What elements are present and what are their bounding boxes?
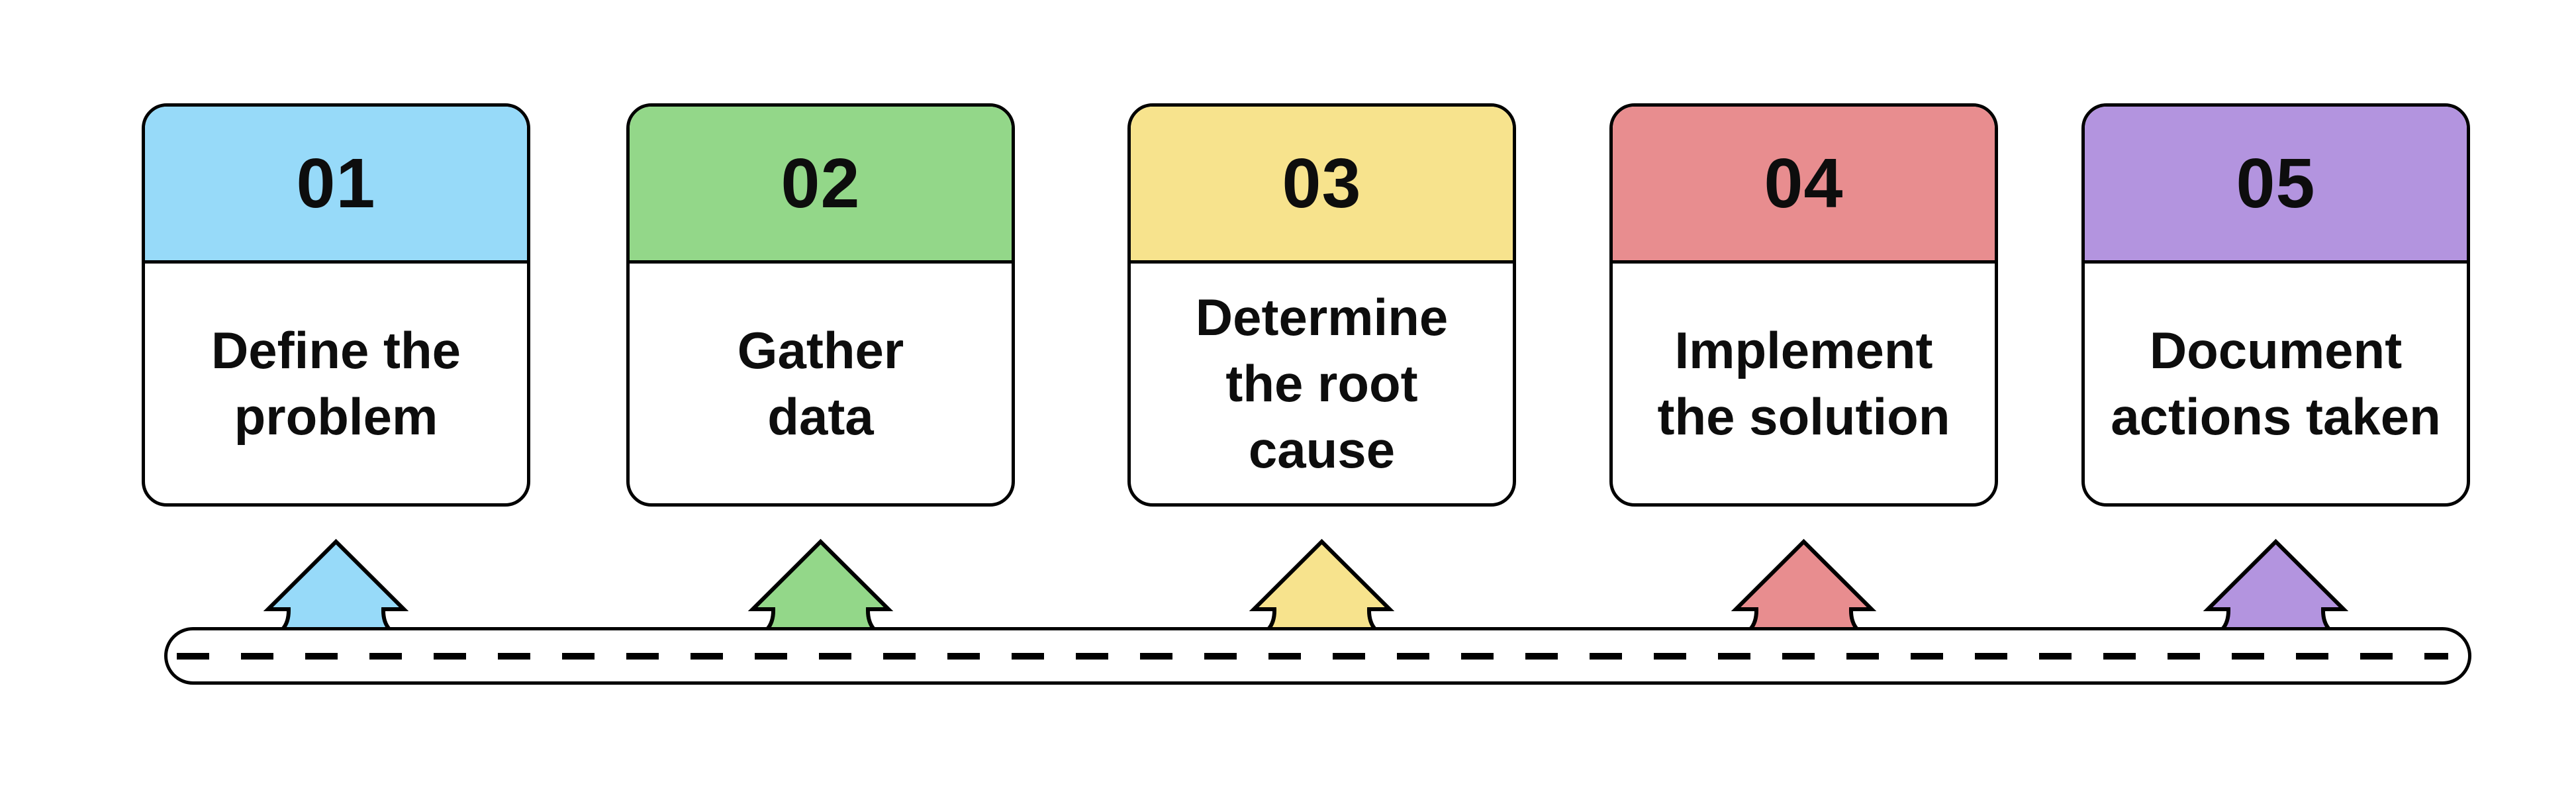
step-1-number: 01 (296, 144, 376, 222)
step-2-number: 02 (781, 144, 861, 222)
step-title-line: the solution (1657, 387, 1950, 446)
step-5-title: Document actions taken (2085, 264, 2467, 503)
step-title-line: problem (234, 387, 438, 446)
step-title-line: cause (1248, 420, 1396, 479)
step-3-header: 03 (1131, 107, 1513, 264)
step-card-3: 03 Determine the root cause (1127, 103, 1516, 507)
step-title-line: Define the (211, 321, 461, 379)
step-title-line: Gather (737, 321, 904, 379)
step-title-line: Determine (1195, 288, 1449, 346)
step-card-5: 05 Document actions taken (2081, 103, 2470, 507)
step-title-line: actions taken (2111, 387, 2441, 446)
step-4-title: Implement the solution (1613, 264, 1995, 503)
step-1-title: Define the problem (145, 264, 527, 503)
step-1-header: 01 (145, 107, 527, 264)
step-card-1: 01 Define the problem (142, 103, 530, 507)
step-3-number: 03 (1282, 144, 1362, 222)
step-4-header: 04 (1613, 107, 1995, 264)
step-title-line: the root (1225, 354, 1418, 413)
step-2-header: 02 (630, 107, 1012, 264)
step-title-line: data (767, 387, 874, 446)
up-arrow-icon (747, 538, 894, 631)
up-arrow-icon (1249, 538, 1395, 631)
step-card-4: 04 Implement the solution (1609, 103, 1998, 507)
up-arrow-icon (263, 538, 409, 631)
step-2-title: Gather data (630, 264, 1012, 503)
up-arrow-icon (2203, 538, 2349, 631)
step-4-number: 04 (1764, 144, 1844, 222)
step-5-header: 05 (2085, 107, 2467, 264)
step-5-number: 05 (2236, 144, 2316, 222)
timeline-road (164, 627, 2471, 685)
timeline-dashed-line (177, 652, 2448, 660)
step-title-line: Implement (1674, 321, 1933, 379)
up-arrow-icon (1731, 538, 1877, 631)
step-3-title: Determine the root cause (1131, 264, 1513, 503)
step-card-2: 02 Gather data (626, 103, 1015, 507)
step-title-line: Document (2149, 321, 2403, 379)
